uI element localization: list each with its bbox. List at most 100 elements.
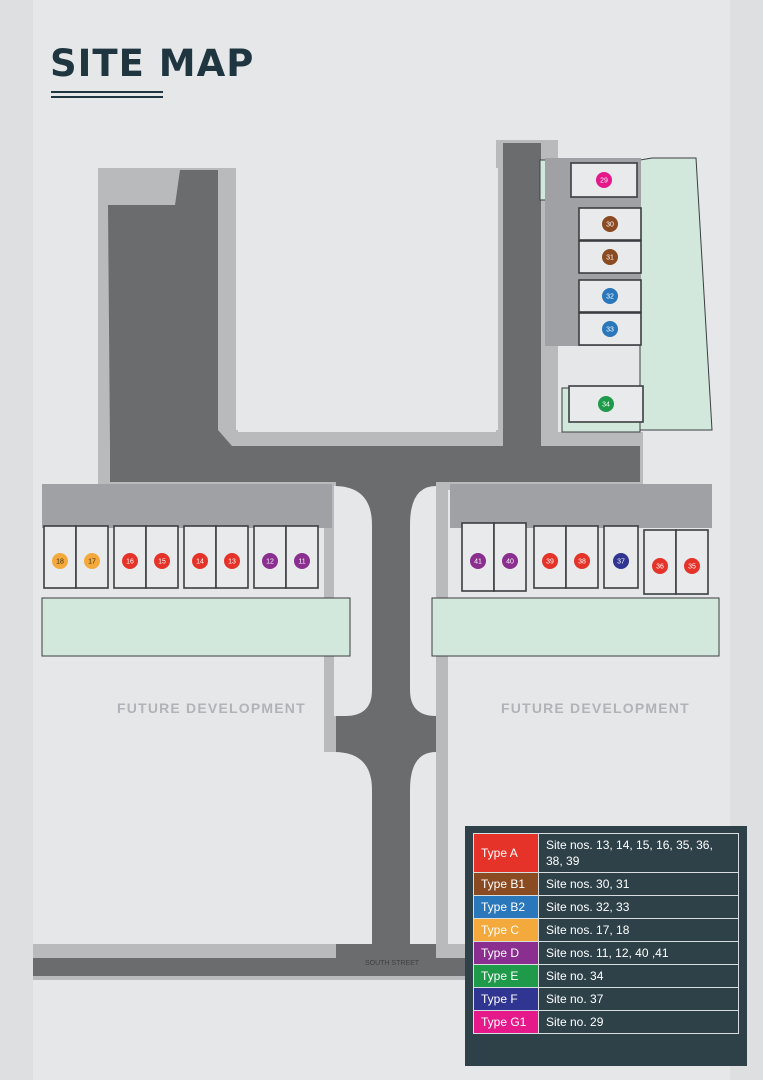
house-outline [533, 525, 567, 589]
house-outline [75, 525, 109, 589]
legend-type-label: Type D [473, 941, 539, 965]
site-marker [598, 396, 614, 412]
site-30[interactable]: 30 [578, 207, 642, 241]
future-development-label-right: FUTURE DEVELOPMENT [501, 700, 690, 716]
legend-type-label: Type G1 [473, 1010, 539, 1034]
site-number: 17 [88, 559, 96, 566]
site-number: 37 [617, 559, 625, 566]
driveway-west-row [42, 484, 332, 528]
site-marker [602, 321, 618, 337]
legend-type-label: Type E [473, 964, 539, 988]
curb-west-upper [334, 486, 372, 716]
site-marker [684, 558, 700, 574]
site-number: 12 [266, 559, 274, 566]
site-13[interactable]: 13 [215, 525, 249, 589]
site-number: 34 [602, 402, 610, 409]
garden-east-strip [639, 157, 713, 431]
site-marker [596, 172, 612, 188]
site-marker [262, 553, 278, 569]
site-29[interactable]: 29 [570, 162, 638, 198]
site-marker [613, 553, 629, 569]
site-number: 36 [656, 564, 664, 571]
site-marker [542, 553, 558, 569]
site-marker [470, 553, 486, 569]
street-label: SOUTH STREET [365, 960, 420, 967]
site-14[interactable]: 14 [183, 525, 217, 589]
site-number: 32 [606, 294, 614, 301]
site-marker [602, 216, 618, 232]
site-33[interactable]: 33 [578, 312, 642, 346]
legend-site-numbers: Site nos. 13, 14, 15, 16, 35, 36, 38, 39 [538, 833, 739, 873]
site-32[interactable]: 32 [578, 279, 642, 313]
site-number: 29 [600, 178, 608, 185]
site-marker [52, 553, 68, 569]
site-35[interactable]: 35 [675, 529, 709, 595]
site-marker [294, 553, 310, 569]
title-underline-second [51, 96, 163, 98]
legend-site-numbers: Site nos. 17, 18 [538, 918, 739, 942]
site-34[interactable]: 34 [568, 385, 644, 423]
site-marker [602, 288, 618, 304]
site-39[interactable]: 39 [533, 525, 567, 589]
lot-south-west [33, 752, 336, 944]
site-11[interactable]: 11 [285, 525, 319, 589]
road-south-street [33, 958, 473, 976]
page-title: SITE MAP [50, 42, 255, 85]
site-marker [602, 249, 618, 265]
house-outline [675, 529, 709, 595]
site-number: 41 [474, 559, 482, 566]
site-18[interactable]: 18 [43, 525, 77, 589]
site-17[interactable]: 17 [75, 525, 109, 589]
site-38[interactable]: 38 [565, 525, 599, 589]
site-number: 33 [606, 327, 614, 334]
site-37[interactable]: 37 [603, 525, 639, 589]
site-marker [224, 553, 240, 569]
site-marker [192, 553, 208, 569]
site-41[interactable]: 41 [461, 522, 495, 592]
curb-east-upper [410, 486, 436, 716]
site-40[interactable]: 40 [493, 522, 527, 592]
lot-north-west [236, 168, 498, 430]
site-marker [574, 553, 590, 569]
site-number: 14 [196, 559, 204, 566]
road-north-spur [108, 170, 232, 446]
site-number: 16 [126, 559, 134, 566]
site-number: 15 [158, 559, 166, 566]
site-marker [652, 558, 668, 574]
site-number: 35 [688, 564, 696, 571]
curbs [33, 168, 498, 944]
future-development-label-left: FUTURE DEVELOPMENT [117, 700, 306, 716]
site-number: 11 [298, 559, 305, 566]
site-marker [502, 553, 518, 569]
legend-site-numbers: Site nos. 30, 31 [538, 872, 739, 896]
legend-type-label: Type B2 [473, 895, 539, 919]
house-outline [578, 279, 642, 313]
site-number: 38 [578, 559, 586, 566]
site-marker [154, 553, 170, 569]
site-marker [84, 553, 100, 569]
site-12[interactable]: 12 [253, 525, 287, 589]
site-31[interactable]: 31 [578, 240, 642, 274]
curb-west-lower [334, 752, 372, 944]
site-15[interactable]: 15 [145, 525, 179, 589]
road-east-spur [503, 143, 541, 448]
house-outline [565, 525, 599, 589]
site-16[interactable]: 16 [113, 525, 147, 589]
site-marker [122, 553, 138, 569]
curb-east-lower [410, 752, 436, 944]
driveway-east-row [450, 484, 712, 528]
legend-type-label: Type F [473, 987, 539, 1011]
site-36[interactable]: 36 [643, 529, 677, 595]
